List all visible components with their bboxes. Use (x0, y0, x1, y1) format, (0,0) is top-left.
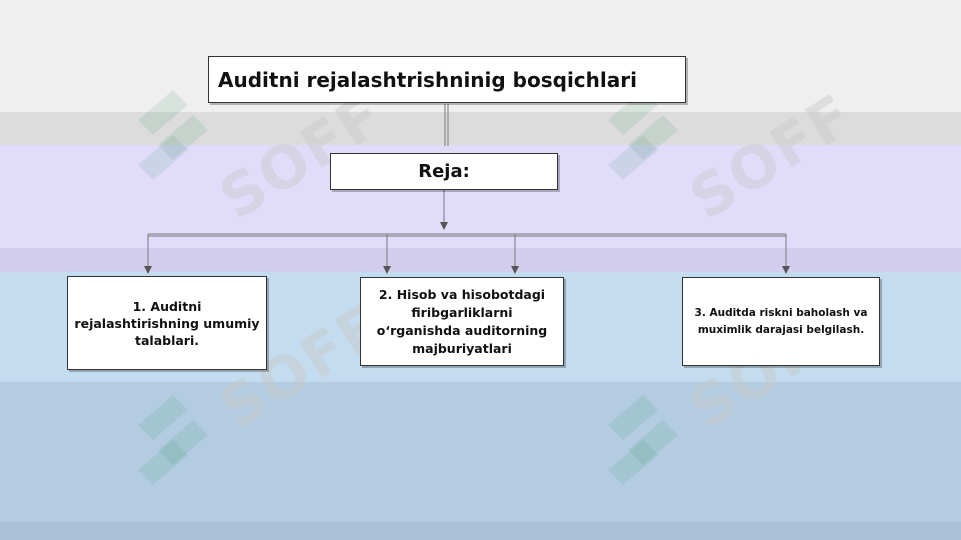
step-text-3: 3. Auditda riskni baholash va muximlik d… (694, 306, 868, 336)
plan-box: Reja: (330, 153, 558, 190)
step-box-2: 2. Hisob va hisobotdagi firibgarliklarni… (360, 277, 564, 366)
step-box-1: 1. Auditni rejalashtirishning umumiy tal… (67, 276, 267, 370)
title-box: Auditni rejalashtrishninig bosqichlari (208, 56, 686, 103)
background-band-bottom (0, 522, 961, 540)
step-box-3: 3. Auditda riskni baholash va muximlik d… (682, 277, 880, 366)
plan-label: Reja: (418, 161, 470, 182)
background-band-lavender-dark (0, 248, 961, 272)
diagram-title: Auditni rejalashtrishninig bosqichlari (218, 67, 637, 92)
step-text-1: 1. Auditni rejalashtirishning umumiy tal… (74, 298, 260, 348)
background-band-blue (0, 382, 961, 522)
background-band-gray (0, 112, 961, 145)
step-text-2: 2. Hisob va hisobotdagi firibgarliklarni… (376, 286, 548, 356)
